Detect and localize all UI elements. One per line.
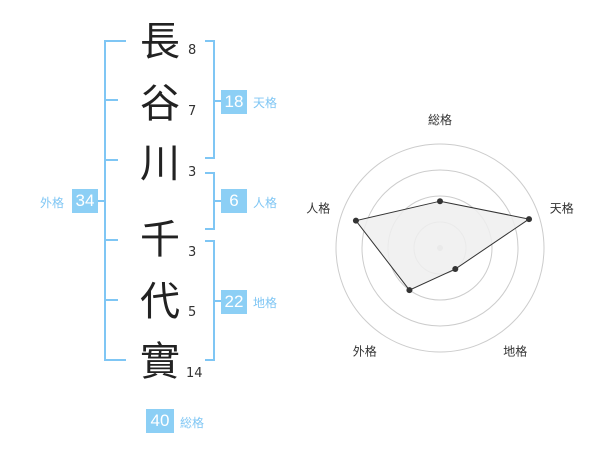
chikaku-badge: 22	[221, 290, 247, 314]
stroke-count-2: 7	[188, 104, 197, 119]
radar-data-polygon	[355, 200, 531, 291]
stroke-count-4: 3	[188, 245, 197, 260]
name-char-5: 代	[140, 279, 180, 325]
soukaku-label: 総格	[180, 416, 205, 430]
radar-axis-label-3: 地格	[503, 344, 527, 359]
name-char-6: 實	[140, 339, 180, 385]
name-char-1: 長	[140, 19, 180, 65]
radar-axis-label-4: 外格	[353, 344, 377, 359]
tenkaku-label: 天格	[253, 96, 278, 110]
tenkaku-badge: 18	[221, 90, 247, 114]
stroke-count-6: 14	[186, 366, 203, 381]
radar-axis-label-5: 人格	[306, 200, 330, 215]
jinkaku-label: 人格	[253, 196, 278, 210]
jinkaku-badge: 6	[221, 189, 247, 213]
soukaku-badge: 40	[146, 409, 174, 433]
radar-axis-label-2: 天格	[550, 200, 574, 215]
stroke-count-3: 3	[188, 165, 197, 180]
radar-point-1	[437, 198, 443, 205]
chikaku-label: 地格	[253, 296, 278, 310]
radar-point-3	[452, 266, 459, 273]
stroke-count-1: 8	[188, 43, 197, 58]
radar-point-4	[406, 287, 413, 294]
radar-grid-ring-3	[361, 169, 519, 327]
name-char-4: 千	[140, 217, 180, 263]
name-char-2: 谷	[140, 81, 180, 127]
radar-grid-ring-4	[335, 143, 545, 353]
radar-axis-label-1: 総格	[428, 112, 452, 127]
stroke-count-5: 5	[188, 305, 197, 320]
radar-point-5	[352, 217, 359, 224]
gaikaku-label: 外格	[40, 196, 65, 210]
name-char-3: 川	[140, 141, 180, 187]
gaikaku-badge: 34	[72, 189, 98, 213]
radar-point-2	[526, 216, 533, 223]
